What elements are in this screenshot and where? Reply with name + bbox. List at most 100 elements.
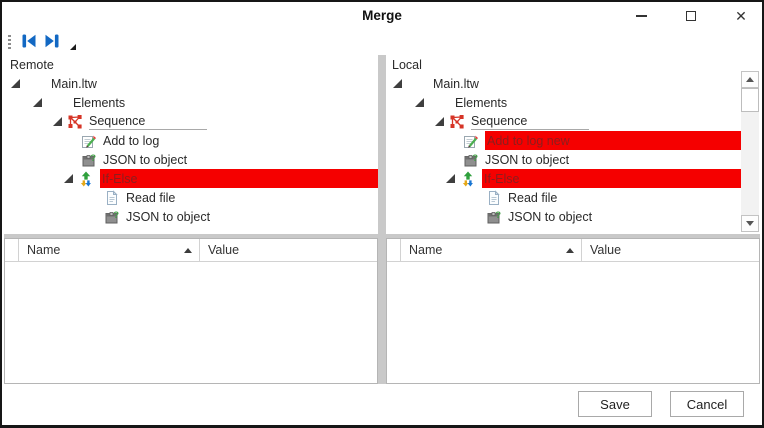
svg-text:?: ? xyxy=(113,210,119,221)
expander-icon[interactable] xyxy=(435,117,449,126)
expander-icon[interactable] xyxy=(64,174,78,183)
tree-item-json-to-object[interactable]: ? JSON to object xyxy=(4,207,378,226)
tree-item-json-to-object[interactable]: ? JSON to object xyxy=(4,150,378,169)
expander-icon[interactable] xyxy=(53,117,67,126)
table-header: Name Value xyxy=(5,239,377,262)
tree-item-elements[interactable]: Elements xyxy=(4,93,378,112)
name-column-header[interactable]: Name xyxy=(401,239,582,261)
tree-item-label[interactable]: If-Else xyxy=(484,171,520,186)
scroll-down-button[interactable] xyxy=(741,215,759,232)
value-column-header[interactable]: Value xyxy=(590,243,622,257)
local-tree: Main.ltw Elements Sequence Add to l xyxy=(386,74,762,226)
read-file-icon xyxy=(486,189,502,206)
tree-item-json-to-object[interactable]: ? JSON to object xyxy=(386,207,741,226)
expander-icon[interactable] xyxy=(393,79,407,88)
sort-ascending-icon xyxy=(566,247,574,253)
tree-item-label[interactable]: Main.ltw xyxy=(433,76,479,91)
diff-highlight[interactable]: If-Else xyxy=(482,169,741,188)
row-header-column xyxy=(387,239,401,261)
tree-item-elements[interactable]: Elements xyxy=(386,93,741,112)
minimize-button[interactable] xyxy=(634,9,648,23)
tree-item-label[interactable]: Add to log xyxy=(103,133,160,148)
add-to-log-icon xyxy=(81,133,97,149)
tree-item-json-to-object[interactable]: ? JSON to object xyxy=(386,150,741,169)
maximize-icon xyxy=(686,11,696,21)
window-controls: ✕ xyxy=(634,2,748,30)
local-pane-label: Local xyxy=(392,58,422,72)
remote-pane-label: Remote xyxy=(10,58,54,72)
sort-ascending-icon xyxy=(184,247,192,253)
expander-icon[interactable] xyxy=(415,98,429,107)
name-column-header[interactable]: Name xyxy=(19,239,200,261)
tree-item-label[interactable]: Main.ltw xyxy=(51,76,97,91)
tree-item-label[interactable]: JSON to object xyxy=(126,209,211,224)
sequence-icon xyxy=(67,114,83,130)
skip-next-icon xyxy=(43,32,61,55)
local-pane: Local Main.ltw Elements Sequence xyxy=(386,55,762,234)
window-title: Merge xyxy=(362,8,402,23)
if-else-icon xyxy=(460,171,476,187)
name-column-label: Name xyxy=(27,243,61,257)
horizontal-splitter[interactable] xyxy=(4,232,760,238)
tree-item-label[interactable]: Read file xyxy=(126,190,176,205)
next-difference-button[interactable] xyxy=(41,33,62,54)
tree-item-add-to-log[interactable]: Add to log xyxy=(4,131,378,150)
diff-highlight[interactable]: Add to log new xyxy=(485,131,741,150)
tree-item-label[interactable]: Read file xyxy=(508,190,558,205)
tree-item-label[interactable]: Sequence xyxy=(89,114,207,130)
scroll-up-button[interactable] xyxy=(741,71,759,88)
tree-item-label[interactable]: If-Else xyxy=(102,171,138,186)
sequence-icon xyxy=(449,114,465,130)
json-to-object-icon: ? xyxy=(104,209,120,225)
tree-item-label[interactable]: JSON to object xyxy=(103,152,188,167)
merge-toolbar xyxy=(2,30,762,56)
tree-item-label[interactable]: JSON to object xyxy=(508,209,593,224)
if-else-icon xyxy=(78,171,94,187)
tree-item-label[interactable]: JSON to object xyxy=(485,152,570,167)
tree-item-if-else[interactable]: If-Else xyxy=(386,169,741,188)
svg-text:?: ? xyxy=(90,153,96,164)
json-to-object-icon: ? xyxy=(81,152,97,168)
tree-item-label[interactable]: Elements xyxy=(73,95,126,110)
tree-item-read-file[interactable]: Read file xyxy=(4,188,378,207)
tree-item-label[interactable]: Add to log new xyxy=(487,133,570,148)
add-to-log-icon xyxy=(463,133,479,149)
name-column-label: Name xyxy=(409,243,443,257)
save-button[interactable]: Save xyxy=(578,391,652,417)
tree-item-label[interactable]: Sequence xyxy=(471,114,589,130)
previous-difference-button[interactable] xyxy=(18,33,39,54)
remote-tree: Main.ltw Elements Sequence Add to log xyxy=(4,74,378,226)
scrollbar-thumb[interactable] xyxy=(741,88,759,112)
expander-icon[interactable] xyxy=(33,98,47,107)
value-column-header[interactable]: Value xyxy=(208,243,240,257)
title-bar: Merge ✕ xyxy=(2,2,762,30)
local-tree-scrollbar[interactable] xyxy=(741,71,759,232)
remote-pane: Remote Main.ltw Elements Sequence xyxy=(4,55,378,234)
tree-item-add-to-log-new[interactable]: Add to log new xyxy=(386,131,741,150)
tree-item-label[interactable]: Elements xyxy=(455,95,508,110)
vertical-splitter[interactable] xyxy=(378,55,386,384)
toolbar-grip[interactable] xyxy=(8,35,11,51)
read-file-icon xyxy=(104,189,120,206)
svg-text:?: ? xyxy=(495,210,501,221)
maximize-button[interactable] xyxy=(684,9,698,23)
close-icon: ✕ xyxy=(735,7,747,24)
tree-item-main-ltw[interactable]: Main.ltw xyxy=(386,74,741,93)
close-button[interactable]: ✕ xyxy=(734,7,748,24)
expander-icon[interactable] xyxy=(11,79,25,88)
toolbar-overflow-arrow-icon xyxy=(70,43,76,50)
tree-item-read-file[interactable]: Read file xyxy=(386,188,741,207)
json-to-object-icon: ? xyxy=(463,152,479,168)
toolbar-overflow-button[interactable] xyxy=(67,33,79,54)
row-header-column xyxy=(5,239,19,261)
tree-item-main-ltw[interactable]: Main.ltw xyxy=(4,74,378,93)
diff-highlight[interactable]: If-Else xyxy=(100,169,378,188)
tree-item-sequence[interactable]: Sequence xyxy=(4,112,378,131)
tree-item-if-else[interactable]: If-Else xyxy=(4,169,378,188)
json-to-object-icon: ? xyxy=(486,209,502,225)
cancel-button[interactable]: Cancel xyxy=(670,391,744,417)
tree-item-sequence[interactable]: Sequence xyxy=(386,112,741,131)
expander-icon[interactable] xyxy=(446,174,460,183)
table-header: Name Value xyxy=(387,239,759,262)
